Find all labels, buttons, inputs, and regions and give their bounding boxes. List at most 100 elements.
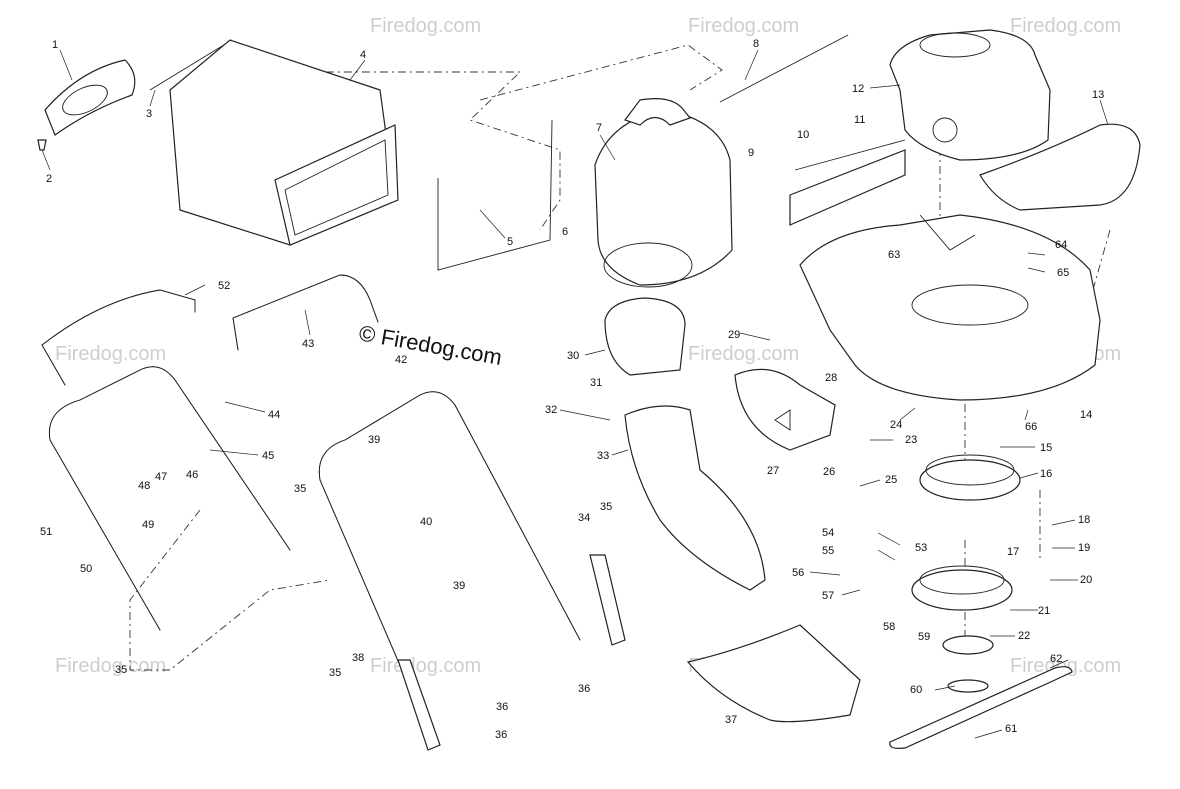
callout-33: 33 — [597, 450, 609, 462]
callout-35: 35 — [600, 501, 612, 513]
callout-35: 35 — [115, 664, 127, 676]
callout-62: 62 — [1050, 653, 1062, 665]
callout-44: 44 — [268, 409, 280, 421]
callout-63: 63 — [888, 249, 900, 261]
callout-61: 61 — [1005, 723, 1017, 735]
callout-14: 14 — [1080, 409, 1092, 421]
callout-36: 36 — [495, 729, 507, 741]
part-4-grass-bag — [169, 39, 399, 246]
callout-65: 65 — [1057, 267, 1069, 279]
callout-40: 40 — [420, 516, 432, 528]
callout-26: 26 — [823, 466, 835, 478]
callout-39: 39 — [453, 580, 465, 592]
part-45-lower-handle — [48, 366, 291, 631]
callout-6: 6 — [562, 226, 568, 238]
callout-16: 16 — [1040, 468, 1052, 480]
callout-47: 47 — [155, 471, 167, 483]
callout-51: 51 — [40, 526, 52, 538]
callout-11: 11 — [854, 114, 865, 126]
callout-1: 1 — [52, 39, 58, 51]
callout-15: 15 — [1040, 442, 1052, 454]
part-62-blade — [889, 666, 1073, 749]
callout-66: 66 — [1025, 421, 1037, 433]
watermark: Firedog.com — [1010, 655, 1121, 677]
callout-8: 8 — [753, 38, 759, 50]
callout-5: 5 — [507, 236, 513, 248]
callout-9: 9 — [748, 147, 754, 159]
callout-17: 17 — [1007, 546, 1019, 558]
part-42-handle — [318, 391, 581, 736]
callout-58: 58 — [883, 621, 895, 633]
part-22-adapter — [942, 635, 994, 655]
callout-labels: 1 2 3 4 5 6 7 8 9 10 11 13 12 14 15 16 1… — [40, 38, 1104, 741]
part-8-rod — [719, 34, 849, 103]
callout-35: 35 — [329, 667, 341, 679]
watermark: Firedog.com — [55, 343, 166, 365]
part-7-discharge-chute — [594, 98, 733, 288]
callout-38: 38 — [352, 652, 364, 664]
callout-36: 36 — [578, 683, 590, 695]
part-43-bail-inner — [232, 274, 379, 351]
part-3-rod — [149, 39, 233, 91]
callout-50: 50 — [80, 563, 92, 575]
callout-18: 18 — [1078, 514, 1090, 526]
callout-64: 64 — [1055, 239, 1067, 251]
callout-43: 43 — [302, 338, 314, 350]
callout-32: 32 — [545, 404, 557, 416]
part-59-blade-fan — [911, 565, 1013, 611]
callout-60: 60 — [910, 684, 922, 696]
center-watermark-text: © Firedog.com — [357, 320, 504, 370]
callout-19: 19 — [1078, 542, 1090, 554]
part-28-deflector — [734, 368, 836, 451]
part-30-lid — [604, 297, 686, 376]
part-13-rear-deflector — [979, 123, 1141, 211]
part-1-handle-grip — [44, 59, 136, 136]
callout-29: 29 — [728, 329, 740, 341]
callout-24: 24 — [890, 419, 902, 431]
part-10-11-baffle — [789, 139, 906, 226]
callout-57: 57 — [822, 590, 834, 602]
watermark: Firedog.com — [370, 655, 481, 677]
center-watermark: © Firedog.com — [357, 320, 504, 370]
watermark: Firedog.com — [688, 343, 799, 365]
part-38-bracket — [397, 659, 441, 751]
callout-59: 59 — [918, 631, 930, 643]
callout-55: 55 — [822, 545, 834, 557]
callout-52: 52 — [218, 280, 230, 292]
callout-53: 53 — [915, 542, 927, 554]
watermark: Firedog.com — [370, 15, 481, 37]
part-5-bag-frame — [437, 119, 553, 271]
callout-21: 21 — [1038, 605, 1050, 617]
callout-46: 46 — [186, 469, 198, 481]
callout-2: 2 — [46, 173, 52, 185]
leaders — [41, 49, 1109, 739]
part-33-chute-tube — [624, 405, 766, 591]
watermark: Firedog.com — [55, 655, 166, 677]
callout-7: 7 — [596, 122, 602, 134]
callout-12: 12 — [852, 83, 864, 95]
callout-13: 13 — [1092, 89, 1104, 101]
part-45-lower-handle-inner — [48, 366, 291, 631]
callout-49: 49 — [142, 519, 154, 531]
callout-4: 4 — [360, 49, 366, 61]
callout-30: 30 — [567, 350, 579, 362]
watermark: Firedog.com — [688, 15, 799, 37]
part-63-mower-deck — [799, 214, 1101, 401]
part-37-side-discharge — [686, 624, 861, 723]
callout-34: 34 — [578, 512, 590, 524]
callout-27: 27 — [767, 465, 779, 477]
part-60-plate — [947, 679, 989, 693]
callout-3: 3 — [146, 108, 152, 120]
callout-23: 23 — [905, 434, 917, 446]
callout-28: 28 — [825, 372, 837, 384]
callout-25: 25 — [885, 474, 897, 486]
callout-48: 48 — [138, 480, 150, 492]
callout-45: 45 — [262, 450, 274, 462]
part-52-upper-handle-inner — [41, 289, 196, 386]
callout-10: 10 — [797, 129, 809, 141]
callout-20: 20 — [1080, 574, 1092, 586]
part-27-arrow-icon — [774, 409, 791, 431]
callout-35: 35 — [294, 483, 306, 495]
callout-56: 56 — [792, 567, 804, 579]
